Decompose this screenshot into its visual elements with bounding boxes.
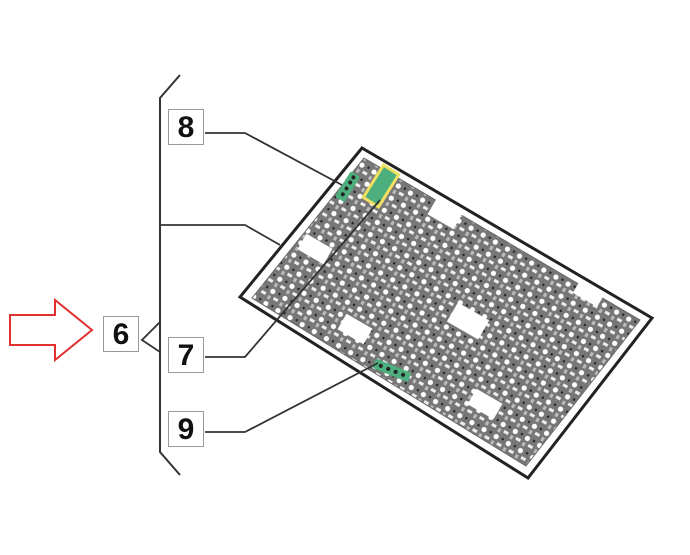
- red-arrow-icon: [9, 297, 94, 363]
- leader-lines: [140, 132, 381, 433]
- component-7: [361, 163, 401, 209]
- connector-9: [373, 359, 411, 382]
- callout-6: 6: [103, 316, 139, 352]
- callout-8: 8: [168, 109, 204, 145]
- circuit-board: [237, 146, 655, 480]
- callout-9: 9: [168, 411, 204, 447]
- connector-8: [335, 171, 360, 202]
- callout-7: 7: [168, 337, 204, 373]
- bracket: [159, 74, 181, 476]
